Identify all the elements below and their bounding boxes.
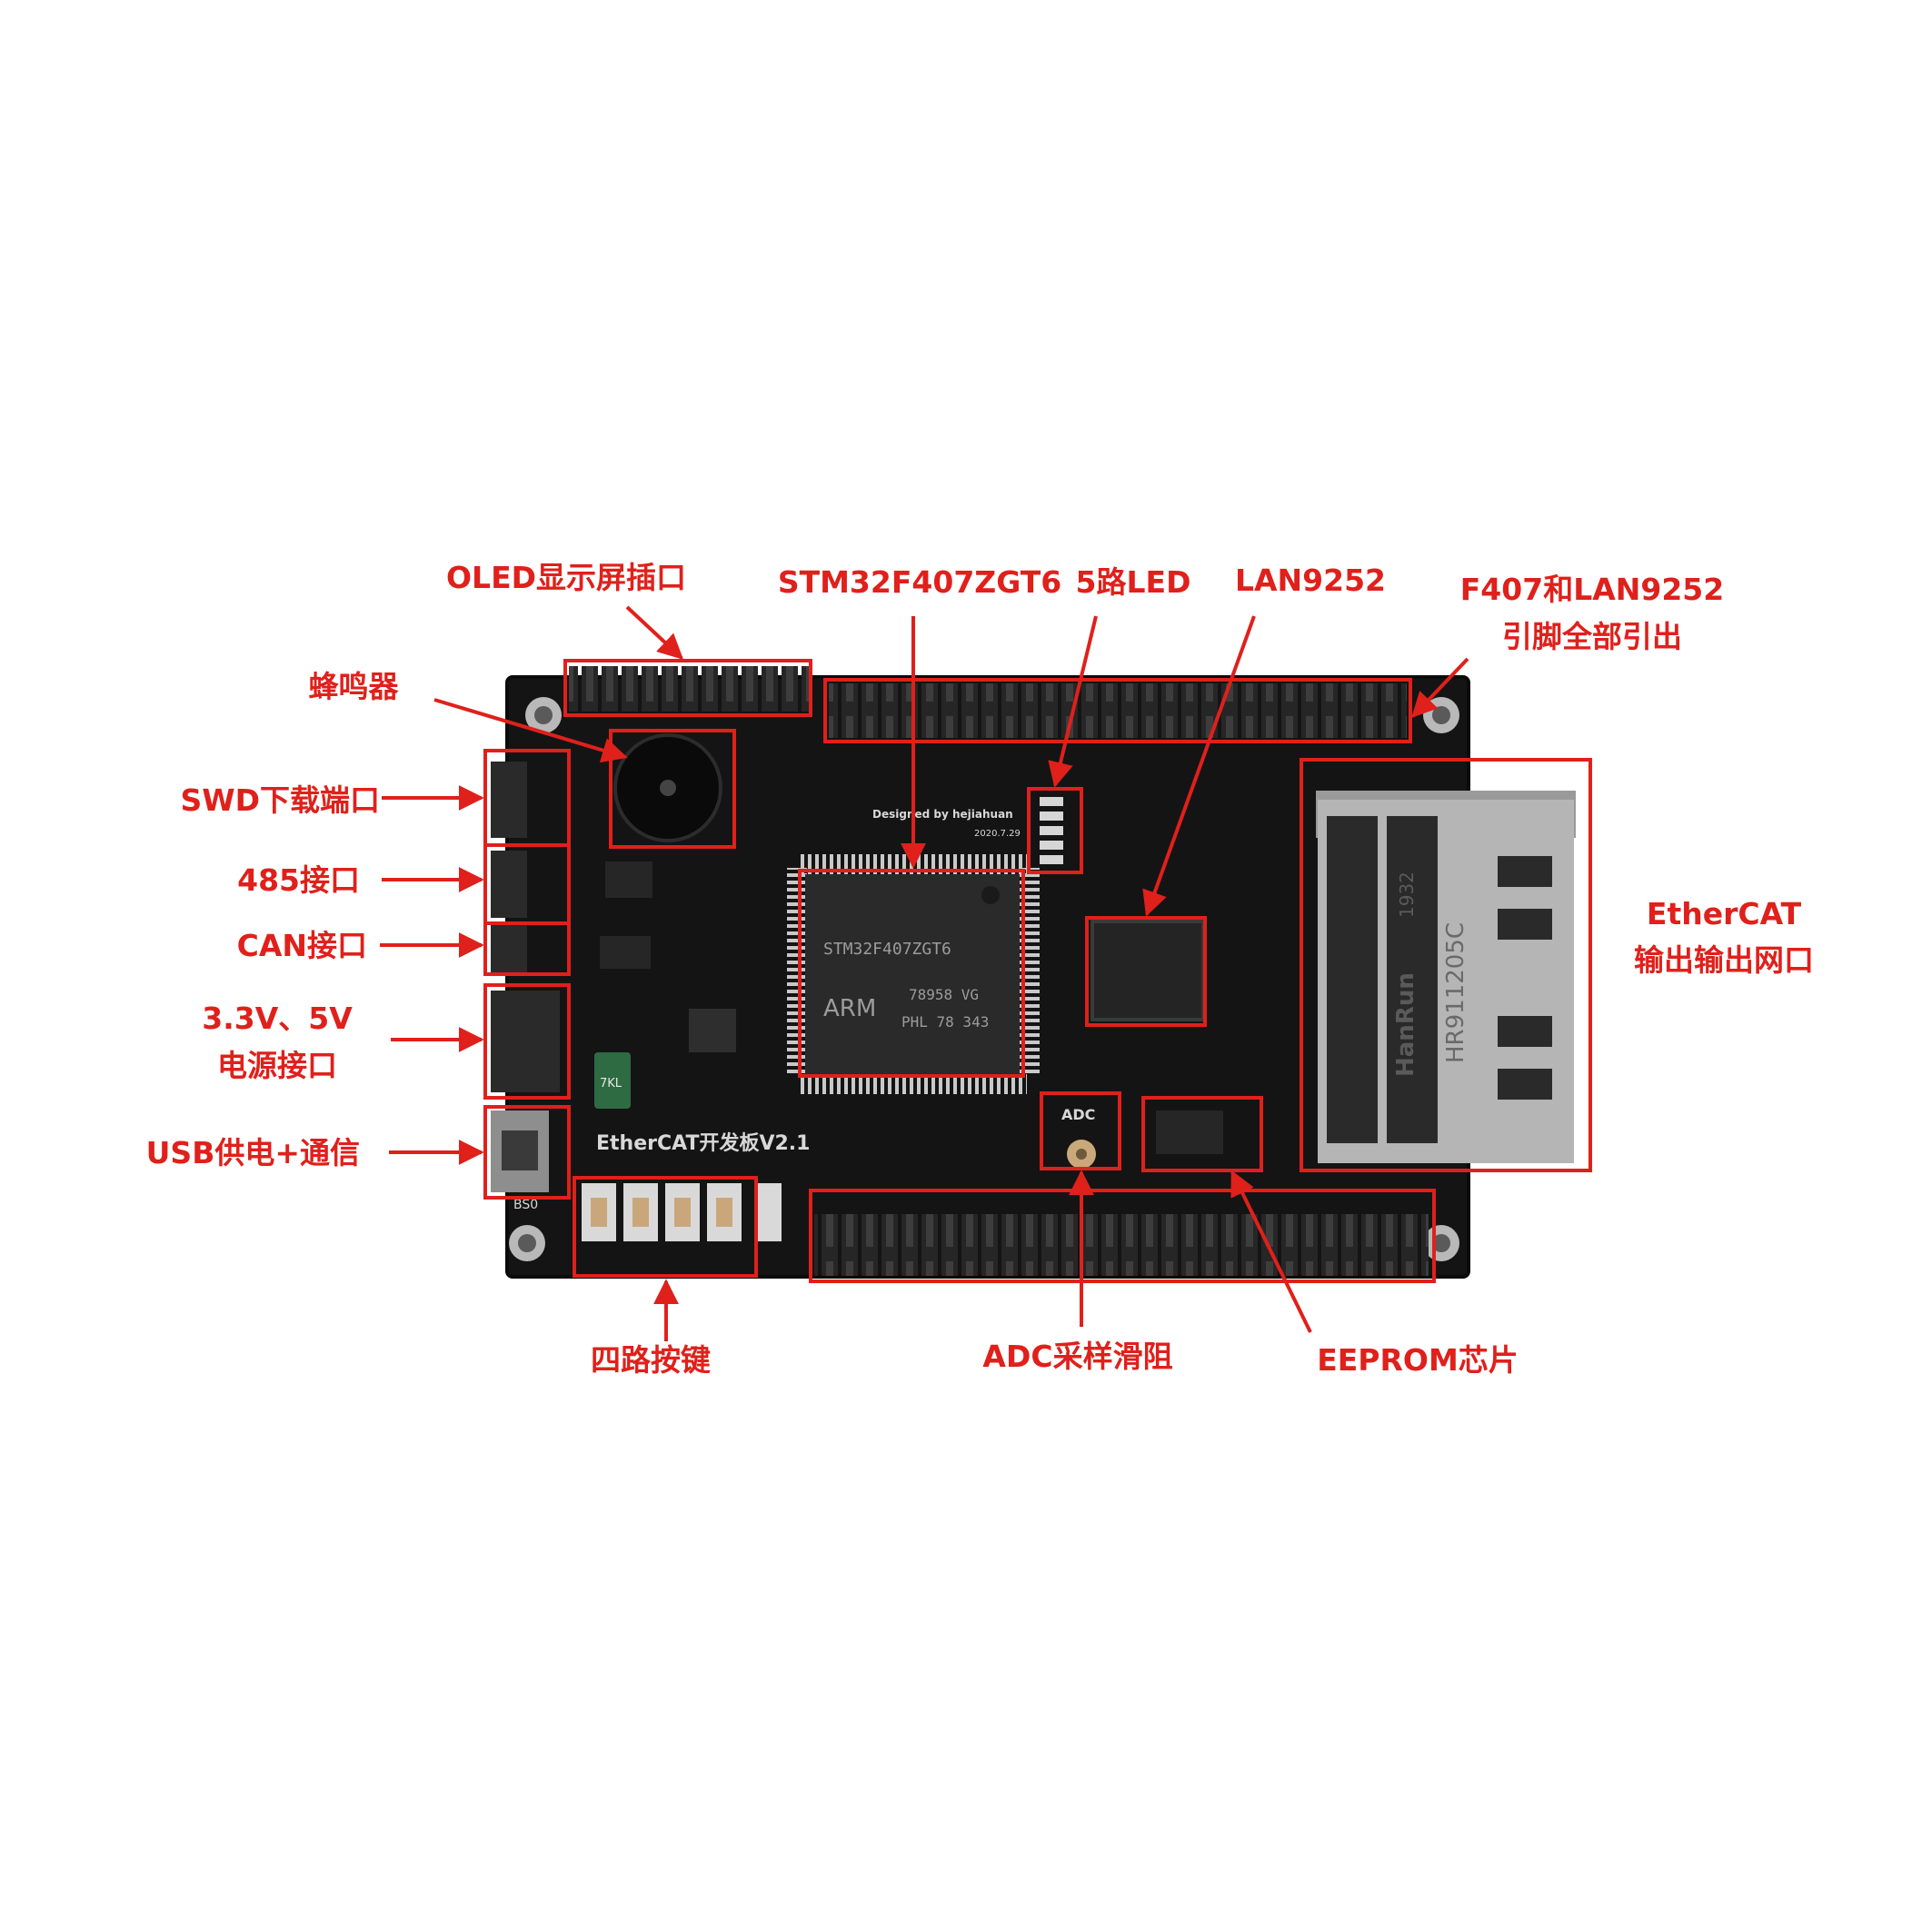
rj45-connector xyxy=(1316,791,1576,1163)
can-ic xyxy=(600,936,651,969)
arrow-lan9252 xyxy=(1142,615,1256,917)
box-top-header xyxy=(823,678,1412,743)
mcu-arm: ARM xyxy=(823,995,876,1022)
rs485-ic xyxy=(605,861,652,898)
label-pins-line2: 引脚全部引出 xyxy=(1502,619,1682,654)
box-bottom-header xyxy=(809,1189,1436,1283)
box-power xyxy=(483,983,571,1100)
key-buttons xyxy=(582,1183,782,1241)
fuse xyxy=(594,1052,631,1109)
power-header xyxy=(491,991,560,1092)
label-oled: OLED显示屏插口 xyxy=(445,560,687,595)
swd-header xyxy=(491,762,527,838)
label-adc: ADC采样滑阻 xyxy=(982,1339,1173,1374)
box-led xyxy=(1027,787,1083,874)
top-pin-header xyxy=(829,683,1407,738)
rs485-header xyxy=(491,851,527,918)
rj45-brand: HanRun xyxy=(1392,972,1419,1077)
rj45-part: HR911205C xyxy=(1442,922,1469,1063)
box-adc xyxy=(1040,1091,1121,1170)
box-oled xyxy=(563,659,812,717)
regulator xyxy=(689,1009,736,1052)
mounting-hole xyxy=(525,697,562,733)
label-eeprom: EEPROM芯片 xyxy=(1317,1342,1519,1378)
label-ethercat-line1: EtherCAT xyxy=(1646,896,1802,931)
label-mcu: STM32F407ZGT6 xyxy=(777,564,1062,600)
led-array xyxy=(1040,797,1063,864)
label-usb: USB供电+通信 xyxy=(145,1135,360,1170)
mounting-hole xyxy=(509,1225,545,1261)
arrow-pins xyxy=(1411,657,1469,719)
label-pins-line1: F407和LAN9252 xyxy=(1459,572,1725,607)
can-header xyxy=(491,925,527,972)
eeprom-chip xyxy=(1156,1110,1223,1154)
silk-designer: Designed by hejiahuan xyxy=(872,808,1013,821)
label-buzzer: 蜂鸣器 xyxy=(308,669,399,704)
label-can: CAN接口 xyxy=(236,928,367,963)
label-485: 485接口 xyxy=(237,862,360,898)
mcu-marking-1: STM32F407ZGT6 xyxy=(823,940,951,959)
silk-boot: BS0 xyxy=(513,1198,538,1212)
label-keys: 四路按键 xyxy=(591,1342,711,1378)
label-power-line1: 3.3V、5V xyxy=(202,1001,353,1036)
arrow-oled xyxy=(625,605,684,660)
label-lan9252: LAN9252 xyxy=(1234,563,1387,598)
fuse-mark: 7KL xyxy=(600,1077,622,1090)
box-usb xyxy=(483,1105,571,1200)
box-eeprom xyxy=(1141,1096,1263,1172)
pcb-board xyxy=(491,666,1576,1279)
label-led: 5路LED xyxy=(1075,564,1191,600)
silk-adc: ADC xyxy=(1061,1106,1095,1123)
box-keys xyxy=(573,1176,758,1278)
rj45-code: 1932 xyxy=(1396,871,1418,918)
label-swd: SWD下载端口 xyxy=(180,782,380,818)
box-can xyxy=(483,921,571,976)
mcu-marking-2: 78958 VG xyxy=(909,986,979,1003)
arrow-buzzer xyxy=(433,698,628,763)
label-ethercat-line2: 输出输出网口 xyxy=(1634,942,1814,978)
label-power-line2: 电源接口 xyxy=(217,1048,337,1083)
box-lan9252 xyxy=(1085,916,1207,1027)
silk-title: EtherCAT开发板V2.1 xyxy=(596,1131,810,1155)
arrow-led xyxy=(1048,615,1098,788)
lan9252-chip xyxy=(1090,920,1205,1021)
box-rj45 xyxy=(1300,758,1592,1172)
mcu-marking-3: PHL 78 343 xyxy=(901,1013,989,1031)
box-mcu xyxy=(798,869,1025,1078)
silk-date: 2020.7.29 xyxy=(974,829,1021,839)
buzzer-component xyxy=(613,733,722,842)
arrow-eeprom xyxy=(1230,1170,1312,1333)
mcu-chip xyxy=(787,854,1040,1094)
adc-potentiometer xyxy=(1067,1140,1096,1169)
box-buzzer xyxy=(609,729,736,849)
oled-header xyxy=(569,666,809,712)
bottom-pin-header xyxy=(814,1214,1429,1276)
usb-connector xyxy=(491,1110,549,1192)
